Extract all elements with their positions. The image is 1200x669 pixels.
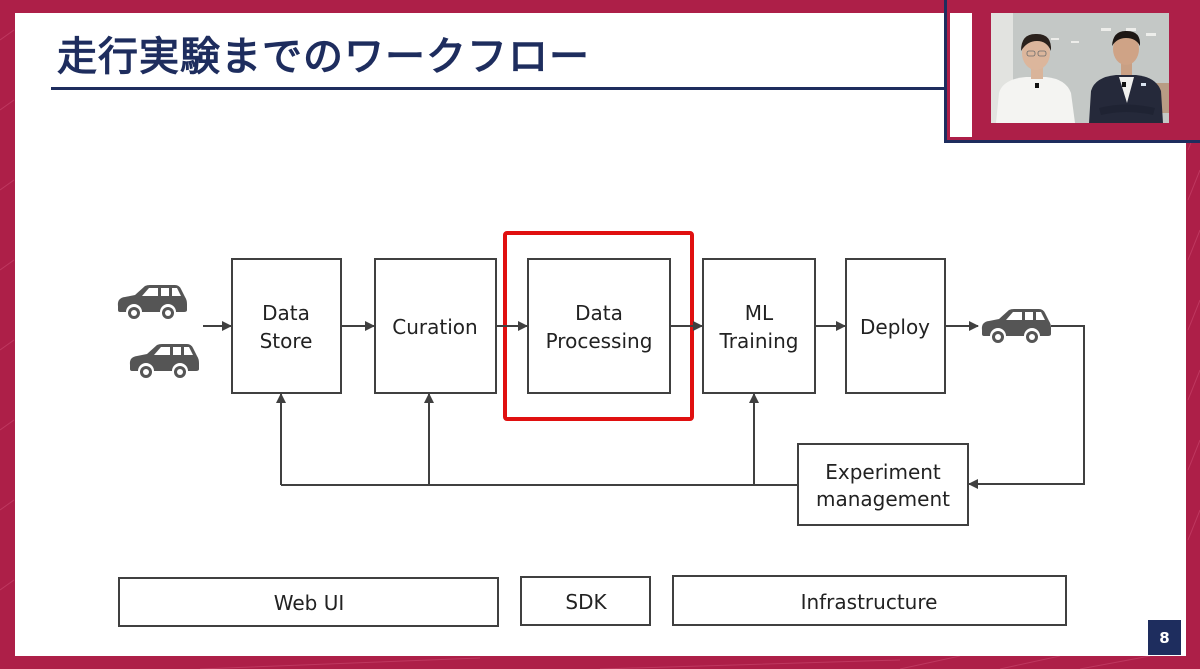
video-frame-gap bbox=[950, 13, 972, 137]
car-icon bbox=[117, 285, 187, 319]
layer-infrastructure[interactable] bbox=[672, 575, 1067, 626]
node-label: Experiment bbox=[825, 460, 941, 484]
node-label: Processing bbox=[546, 329, 653, 353]
layer-label: SDK bbox=[565, 590, 607, 614]
layer-sdk[interactable] bbox=[520, 576, 651, 626]
node-experiment-management[interactable] bbox=[797, 443, 969, 526]
node-ml-training[interactable] bbox=[702, 258, 816, 394]
node-deploy[interactable] bbox=[845, 258, 946, 394]
car-icon bbox=[981, 309, 1051, 343]
node-label: Curation bbox=[392, 315, 477, 339]
layer-web-ui[interactable] bbox=[118, 577, 499, 627]
slide-title: 走行実験までのワークフロー bbox=[57, 34, 590, 80]
node-label: Data bbox=[575, 301, 623, 325]
node-data-store[interactable] bbox=[231, 258, 342, 394]
presenter-video bbox=[991, 13, 1169, 123]
edge-arrow bbox=[968, 325, 1085, 489]
car-icon bbox=[129, 344, 199, 378]
node-label: Data bbox=[262, 301, 310, 325]
presenters-illustration bbox=[991, 13, 1169, 123]
node-label: Deploy bbox=[860, 315, 930, 339]
node-label: Store bbox=[260, 329, 313, 353]
title-underline bbox=[51, 87, 947, 90]
layer-label: Infrastructure bbox=[801, 590, 938, 614]
presenter-right bbox=[1089, 30, 1163, 123]
node-data-processing[interactable] bbox=[527, 258, 671, 394]
presenter-left bbox=[996, 33, 1075, 123]
node-label: Training bbox=[719, 329, 799, 353]
node-label: management bbox=[816, 487, 950, 511]
page-number-badge: 8 bbox=[1148, 620, 1181, 655]
node-label: ML bbox=[745, 301, 774, 325]
layer-label: Web UI bbox=[274, 591, 345, 615]
